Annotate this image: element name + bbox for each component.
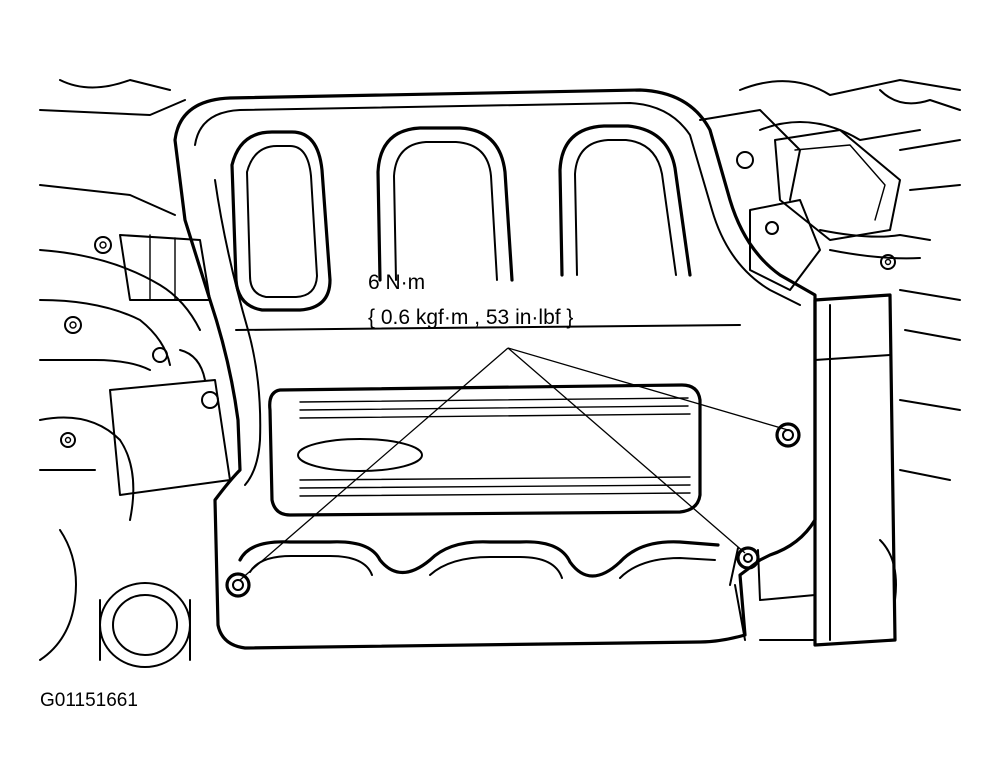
left-engine-components <box>39 79 231 668</box>
torque-value-metric: 6 N·m <box>368 271 426 294</box>
engine-cover <box>173 88 817 650</box>
left-bolts <box>60 236 219 448</box>
bolt-lower-right <box>729 546 761 641</box>
torque-leader-lines <box>239 347 789 581</box>
bolt-lower-left <box>225 572 251 598</box>
cover-bolts <box>225 422 801 641</box>
oval-emblem <box>297 438 423 472</box>
right-engine-components <box>699 79 961 647</box>
torque-value-conversions: { 0.6 kgf·m , 53 in·lbf } <box>368 306 574 329</box>
right-bolts <box>736 151 896 270</box>
figure-id-label: G01151661 <box>40 690 138 711</box>
